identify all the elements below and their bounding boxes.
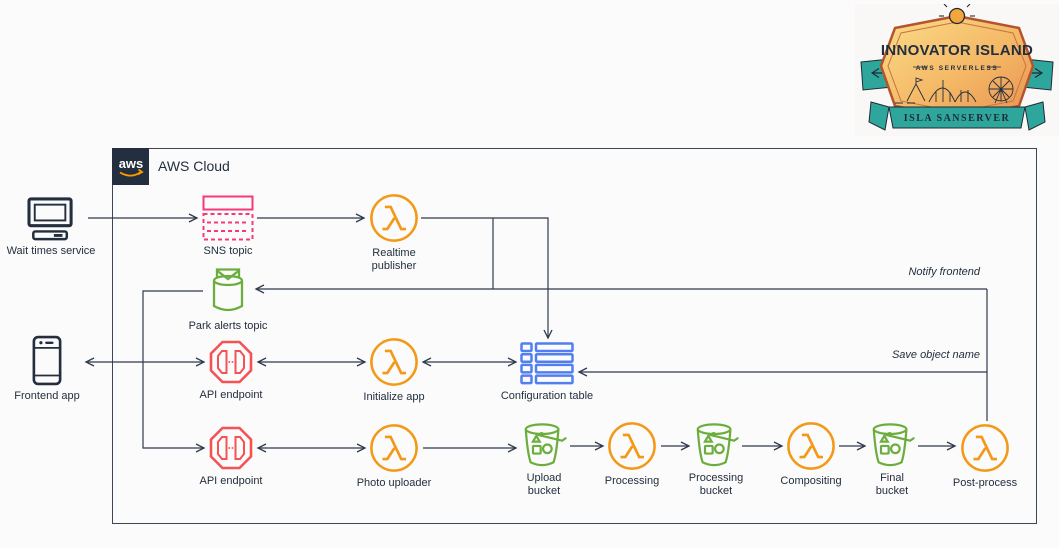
annotation-notify-frontend: Notify frontend (908, 266, 980, 278)
node-processing-bucket: Processing bucket (656, 420, 776, 498)
node-label: Post-process (952, 477, 1018, 489)
mobile-phone-icon (32, 335, 62, 386)
node-label: Initialize app (363, 391, 425, 403)
dynamodb-table-icon (520, 342, 574, 386)
s3-bucket-icon (693, 420, 739, 468)
node-compositing: Compositing (751, 421, 871, 488)
node-label: SNS topic (203, 245, 253, 257)
s3-bucket-icon (521, 420, 567, 468)
aws-logo-icon: aws (112, 148, 149, 185)
node-photo-uploader: Photo uploader (334, 423, 454, 490)
node-processing: Processing (572, 421, 692, 488)
node-label: Realtime publisher (371, 247, 417, 272)
desktop-computer-icon (27, 197, 75, 241)
sun-icon (939, 0, 975, 25)
annotation-save-object-name: Save object name (891, 349, 980, 361)
logo-title: INNOVATOR ISLAND (881, 42, 1033, 59)
node-post-process: Post-process (925, 423, 1045, 490)
innovator-island-logo: INNOVATOR ISLAND AWS SERVERLESS (855, 0, 1059, 136)
node-configuration-table: Configuration table (487, 342, 607, 403)
api-gateway-endpoint-icon (208, 339, 254, 385)
node-label: Wait times service (6, 245, 96, 257)
node-label: Photo uploader (356, 477, 432, 489)
node-label: Park alerts topic (188, 320, 268, 332)
sns-topic-envelope-icon (205, 266, 251, 316)
lambda-icon (369, 193, 419, 243)
node-label: Configuration table (500, 390, 594, 402)
api-gateway-endpoint-icon (208, 425, 254, 471)
lambda-icon (960, 423, 1010, 473)
node-api-endpoint-upload: API endpoint (171, 425, 291, 488)
s3-bucket-icon (869, 420, 915, 468)
logo-banner-text: ISLA SANSERVER (904, 113, 1011, 124)
aws-cloud-label: AWS Cloud (158, 158, 230, 174)
node-label: Upload bucket (526, 472, 562, 497)
node-frontend-app: Frontend app (0, 335, 107, 403)
node-label: Compositing (780, 475, 842, 487)
node-label: Processing bucket (688, 472, 744, 497)
node-wait-times-service: Wait times service (0, 197, 111, 258)
node-label: Final bucket (875, 472, 909, 497)
node-park-alerts-topic: Park alerts topic (168, 266, 288, 333)
lambda-icon (369, 423, 419, 473)
lambda-icon (786, 421, 836, 471)
node-sns-topic: SNS topic (168, 195, 288, 258)
node-final-bucket: Final bucket (832, 420, 952, 498)
node-label: Frontend app (14, 390, 80, 402)
aws-logo-text: aws (118, 156, 143, 171)
node-upload-bucket: Upload bucket (484, 420, 604, 498)
lambda-icon (607, 421, 657, 471)
node-label: API endpoint (199, 475, 263, 487)
node-api-endpoint-config: API endpoint (171, 339, 291, 402)
node-realtime-publisher: Realtime publisher (334, 193, 454, 273)
sns-topic-icon (202, 195, 254, 241)
node-initialize-app: Initialize app (334, 337, 454, 404)
aws-cloud-container (112, 148, 1037, 524)
island-illustration (895, 76, 1014, 104)
node-label: API endpoint (199, 389, 263, 401)
logo-subtitle: AWS SERVERLESS (916, 65, 999, 72)
banner-ribbon (868, 101, 1046, 131)
lambda-icon (369, 337, 419, 387)
node-label: Processing (604, 475, 660, 487)
